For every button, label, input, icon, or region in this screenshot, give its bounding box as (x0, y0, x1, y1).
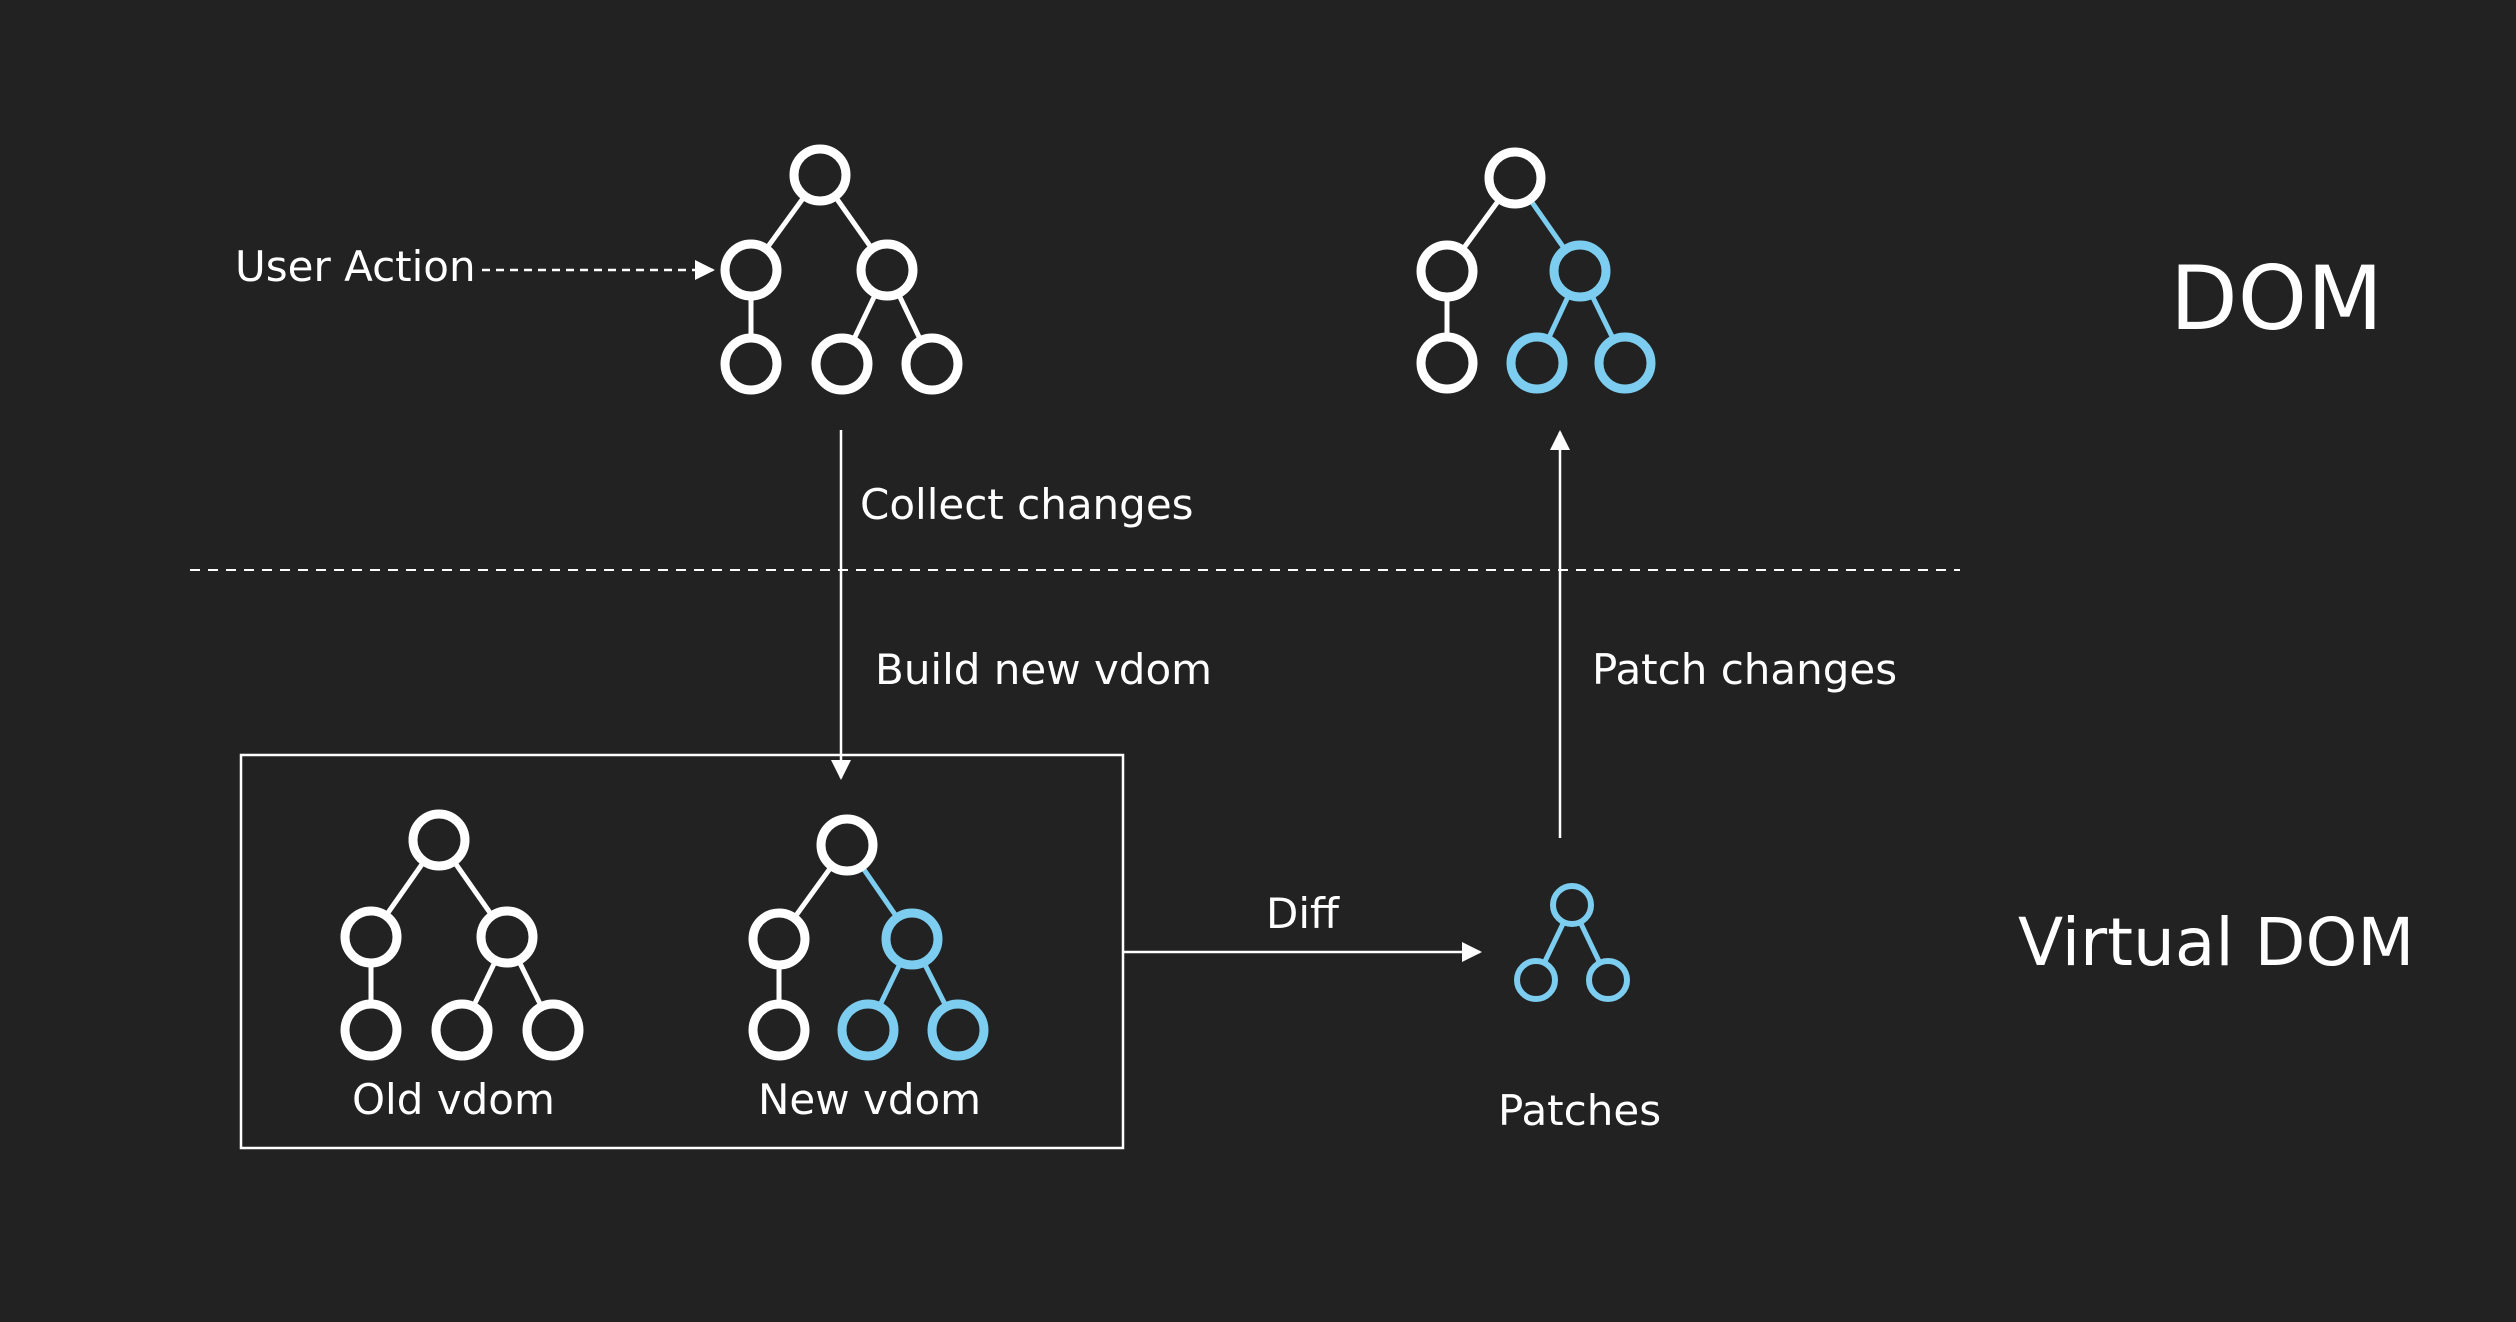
virtual-dom-layer-label: Virtual DOM (2018, 904, 2415, 981)
tree-node-left-child (1416, 240, 1478, 302)
build-new-vdom-label: Build new vdom (875, 645, 1213, 694)
tree-node-right-grandchild-right (522, 999, 584, 1061)
tree-edge (764, 194, 807, 251)
dom-layer-label: DOM (2170, 247, 2383, 350)
tree-edge (1545, 293, 1572, 341)
new-vdom-label: New vdom (758, 1075, 982, 1124)
tree-edge (832, 194, 875, 251)
tree-node-right-grandchild-right (927, 999, 989, 1061)
tree-node-right-grandchild-left (431, 999, 493, 1061)
tree-edge (895, 292, 924, 342)
collect-changes-label: Collect changes (860, 480, 1194, 529)
diff-label: Diff (1266, 889, 1339, 938)
tree-edge (921, 961, 949, 1008)
tree-edge (1577, 921, 1603, 964)
tree-edge (850, 292, 879, 342)
tree-node-left-child (748, 908, 810, 970)
patch-changes-label: Patch changes (1592, 645, 1898, 694)
vdom-comparison-box (239, 753, 1125, 1150)
tree-node-right-grandchild-left (837, 999, 899, 1061)
tree-node-root (408, 809, 470, 871)
tree-edge (1460, 197, 1502, 252)
dom-tree-before (720, 144, 963, 395)
tree-node-right-child (856, 239, 918, 301)
tree-node-right-grandchild-left (1506, 332, 1568, 394)
tree-node-root (789, 144, 851, 206)
tree-edge (1527, 197, 1568, 252)
tree-node-left-grandchild (340, 999, 402, 1061)
tree-node-left-child (1514, 958, 1558, 1002)
old-vdom-label: Old vdom (352, 1075, 555, 1124)
tree-node-right-child (881, 908, 943, 970)
tree-node-right-grandchild-right (1594, 332, 1656, 394)
tree-node-left-child (720, 239, 782, 301)
old-vdom-tree (340, 809, 584, 1061)
tree-node-root (1484, 147, 1546, 209)
patches-tree (1514, 883, 1630, 1002)
tree-edge (471, 959, 498, 1008)
tree-node-left-child (340, 906, 402, 968)
tree-edge (859, 864, 900, 920)
tree-edge (451, 859, 495, 918)
tree-node-right-grandchild-right (901, 333, 963, 395)
tree-node-right-child (1586, 958, 1630, 1002)
tree-node-root (816, 814, 878, 876)
tree-edge (1589, 293, 1616, 341)
tree-node-right-grandchild-left (811, 333, 873, 395)
tree-edge (792, 864, 834, 920)
tree-node-left-grandchild (1416, 332, 1478, 394)
tree-node-left-grandchild (720, 333, 782, 395)
tree-edge (1541, 921, 1567, 964)
tree-edge (516, 959, 544, 1008)
tree-node-root (1550, 883, 1594, 927)
new-vdom-tree (748, 814, 989, 1061)
patches-label: Patches (1498, 1086, 1662, 1135)
tree-edge (877, 961, 903, 1008)
dom-tree-after (1416, 147, 1656, 394)
user-action-label: User Action (235, 242, 476, 291)
tree-node-right-child (476, 906, 538, 968)
tree-node-right-child (1549, 240, 1611, 302)
tree-edge (383, 859, 427, 918)
tree-node-left-grandchild (748, 999, 810, 1061)
